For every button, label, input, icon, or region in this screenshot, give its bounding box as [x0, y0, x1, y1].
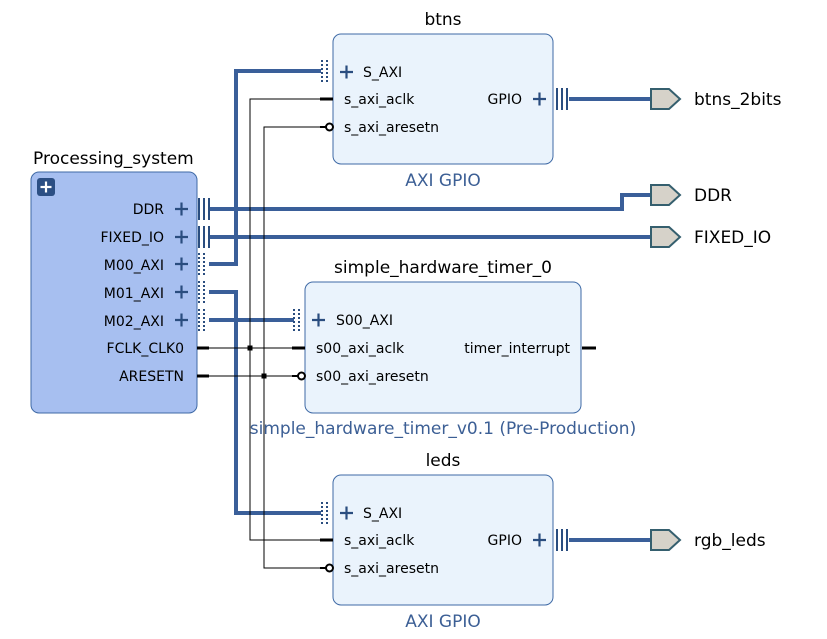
- aresetn-junction: [261, 373, 267, 379]
- m02-axi-plus-icon[interactable]: [175, 313, 188, 327]
- leds-gpio-plus-icon[interactable]: [533, 533, 546, 547]
- fclk-junction: [247, 345, 253, 351]
- leds-subtitle: AXI GPIO: [405, 612, 481, 632]
- ps-port-labels: DDR FIXED_IO M00_AXI M01_AXI M02_AXI FCL…: [100, 202, 184, 385]
- leds-port-aclk: s_axi_aclk: [344, 533, 415, 549]
- btns-block[interactable]: btns AXI GPIO S_AXI s_axi_aclk s_axi_are…: [320, 10, 568, 191]
- ps-port-m01-axi: M01_AXI: [104, 286, 164, 302]
- leds-gpio-marker: [556, 529, 568, 551]
- ext-port-leds[interactable]: rgb_leds: [650, 529, 766, 551]
- timer-aresetn-invert-bubble: [297, 371, 306, 381]
- leds-block[interactable]: leds AXI GPIO S_AXI s_axi_aclk s_axi_are…: [320, 451, 568, 632]
- signal-wires: [209, 98, 596, 569]
- m01-axi-plus-icon[interactable]: [175, 285, 188, 299]
- m00-axi-plus-icon[interactable]: [175, 257, 188, 271]
- leds-title: leds: [426, 451, 461, 471]
- aresetn-wire-leds[interactable]: [263, 376, 320, 569]
- timer-port-s00-axi: S00_AXI: [336, 313, 393, 329]
- timer-port-aclk: s00_axi_aclk: [316, 341, 405, 357]
- ext-port-ddr[interactable]: DDR: [650, 184, 732, 206]
- timer-port-aresetn: s00_axi_aresetn: [316, 369, 429, 385]
- btns-gpio-marker: [556, 88, 568, 110]
- fclk-wire-btns[interactable]: [249, 98, 320, 348]
- leds-s-axi-plus-icon[interactable]: [340, 506, 353, 520]
- aresetn-wire-btns[interactable]: [263, 126, 320, 376]
- ps-port-fixed-io: FIXED_IO: [100, 230, 164, 246]
- btns-s-axi-plus-icon[interactable]: [340, 65, 353, 79]
- ext-port-fixed-io-icon: [650, 226, 682, 248]
- ext-port-leds-label: rgb_leds: [694, 531, 766, 551]
- timer-port-interrupt: timer_interrupt: [464, 341, 570, 357]
- btns-gpio-plus-icon[interactable]: [533, 92, 546, 106]
- ddr-bus-wire[interactable]: [209, 193, 651, 211]
- m02-axi-marker: [198, 309, 205, 331]
- ps-port-m02-axi: M02_AXI: [104, 314, 164, 330]
- ps-interface-markers: [198, 198, 210, 331]
- btns-port-s-axi: S_AXI: [363, 65, 402, 81]
- ps-port-fclk-clk0: FCLK_CLK0: [107, 341, 184, 357]
- m00-axi-marker: [198, 253, 205, 275]
- fixed-io-plus-icon[interactable]: [175, 230, 188, 244]
- ddr-plus-icon[interactable]: [175, 202, 188, 216]
- leds-port-s-axi: S_AXI: [363, 506, 402, 522]
- ext-port-fixed-io-label: FIXED_IO: [694, 228, 771, 248]
- btns-aresetn-invert-bubble: [325, 122, 334, 132]
- leds-s-axi-marker: [321, 502, 328, 524]
- btns-s-axi-marker: [321, 60, 328, 82]
- leds-aresetn-invert-bubble: [325, 563, 334, 573]
- ps-expand-icon[interactable]: [37, 178, 55, 196]
- ps-title: Processing_system: [33, 149, 194, 169]
- fixed-io-bus-marker: [198, 226, 210, 248]
- btns-port-aresetn: s_axi_aresetn: [344, 120, 439, 136]
- btns-port-aclk: s_axi_aclk: [344, 92, 415, 108]
- ext-port-btns-label: btns_2bits: [694, 90, 782, 110]
- ext-port-btns-icon: [650, 88, 682, 110]
- ext-port-ddr-label: DDR: [694, 186, 732, 206]
- ps-port-aresetn: ARESETN: [119, 369, 184, 385]
- m00-axi-bus-wire[interactable]: [209, 69, 321, 266]
- btns-port-gpio: GPIO: [488, 92, 522, 108]
- btns-title: btns: [424, 10, 461, 30]
- timer-title: simple_hardware_timer_0: [334, 258, 552, 278]
- ps-body[interactable]: [30, 171, 198, 414]
- timer-subtitle: simple_hardware_timer_v0.1 (Pre-Producti…: [250, 419, 636, 439]
- leds-port-aresetn: s_axi_aresetn: [344, 561, 439, 577]
- ps-expand-plus-icons[interactable]: [175, 202, 188, 327]
- ext-port-btns[interactable]: btns_2bits: [650, 88, 782, 110]
- btns-subtitle: AXI GPIO: [405, 171, 481, 191]
- timer-block[interactable]: simple_hardware_timer_0 simple_hardware_…: [250, 258, 636, 439]
- fclk-wire-leds[interactable]: [249, 348, 320, 541]
- ext-port-leds-icon: [650, 529, 682, 551]
- m01-axi-bus-wire[interactable]: [209, 290, 321, 515]
- timer-s00-axi-plus-icon[interactable]: [312, 313, 325, 327]
- ddr-bus-marker: [198, 198, 210, 220]
- leds-port-gpio: GPIO: [488, 533, 522, 549]
- external-ports: btns_2bits DDR FIXED_IO rgb_leds: [650, 88, 782, 551]
- m01-axi-marker: [198, 281, 205, 303]
- timer-s00-axi-marker: [293, 309, 300, 331]
- ext-port-ddr-icon: [650, 184, 682, 206]
- processing-system-block[interactable]: Processing_system DDR FIXED_IO M00_AXI M…: [30, 149, 210, 414]
- ps-port-m00-axi: M00_AXI: [104, 258, 164, 274]
- bus-wires: [209, 69, 651, 542]
- ps-port-ddr: DDR: [133, 202, 165, 218]
- ext-port-fixed-io[interactable]: FIXED_IO: [650, 226, 771, 248]
